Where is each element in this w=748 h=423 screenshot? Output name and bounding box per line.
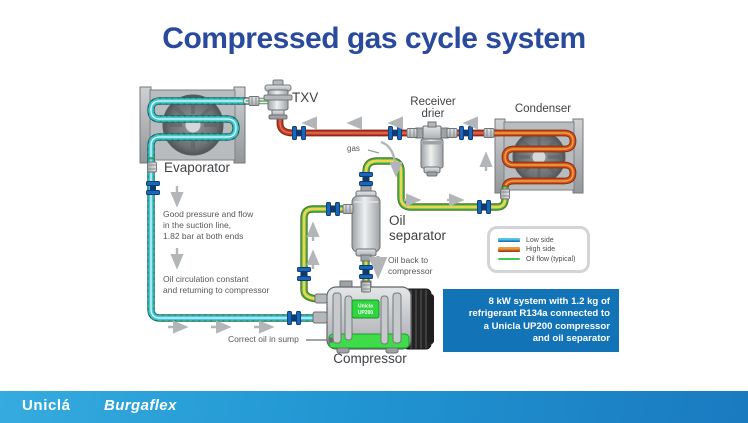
legend-row-low-side: Low side [498, 237, 580, 244]
sump-note: Correct oil in sump [228, 334, 299, 344]
compressor-unit: Unicla UP200 [312, 280, 434, 354]
high-side-swatch [498, 247, 520, 252]
txv-label: TXV [292, 90, 319, 105]
suction-note: Good pressure and flow in the suction li… [163, 209, 254, 241]
condenser-label: Condenser [514, 103, 572, 115]
oil-back-note: Oil back to compressor [388, 255, 433, 276]
txv-valve [263, 79, 293, 120]
oil-separator-unit [351, 185, 381, 262]
receiver-drier-unit [415, 121, 449, 177]
compressor-badge-model: UP200 [358, 310, 374, 316]
flow-arrows [168, 116, 493, 334]
low-side-swatch [498, 237, 520, 243]
oil-separator-label: Oil separator [389, 213, 447, 243]
burgaflex-logo: Burgaflex [104, 397, 177, 414]
compressor-label: Compressor [333, 351, 407, 366]
footer-bar [0, 391, 748, 423]
legend: Low side High side Oil flow (typical) [487, 226, 590, 273]
system-info-box: 8 kW system with 1.2 kg of refrigerant R… [443, 289, 619, 352]
legend-label-oil-flow: Oil flow (typical) [526, 255, 576, 263]
legend-row-oil-flow: Oil flow (typical) [498, 256, 580, 263]
compressor-badge-brand: Unicla [358, 304, 373, 310]
page-title: Compressed gas cycle system [162, 22, 586, 55]
legend-label-high-side: High side [526, 246, 556, 253]
oil-circulation-note: Oil circulation constant and returning t… [163, 274, 270, 295]
gas-annotation: gas [347, 144, 360, 153]
compressor-badge [351, 299, 380, 319]
receiver-drier-label: Receiver drier [410, 96, 456, 121]
leader-lines [306, 149, 380, 343]
legend-label-low-side: Low side [526, 236, 554, 244]
legend-row-high-side: High side [498, 246, 580, 253]
unicla-logo: Uniclá [22, 397, 71, 414]
oil-flow-swatch [498, 258, 520, 260]
evaporator-label: Evaporator [164, 160, 231, 175]
